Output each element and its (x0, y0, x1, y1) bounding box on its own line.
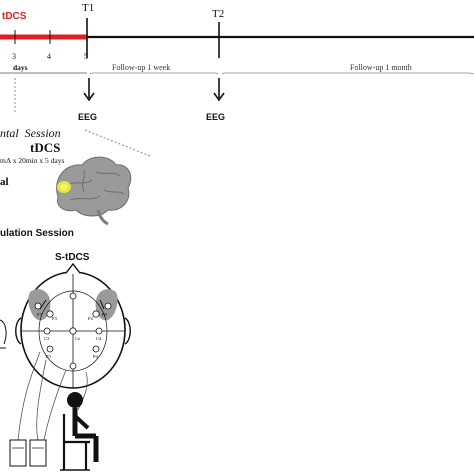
electrode-label: Cz (75, 336, 80, 341)
partial-figure-edge (0, 319, 7, 345)
followup-week-label: Follow-up 1 week (112, 63, 171, 72)
tdcs-timeline-label: tDCS (2, 11, 27, 22)
days-label: days (13, 63, 28, 72)
day-4-label: 4 (47, 52, 51, 61)
dosage-label: mA x 20min x 5 days (0, 156, 65, 165)
seated-person-icon (60, 392, 99, 471)
day-3-label: 3 (12, 52, 16, 61)
t1-label: T1 (82, 2, 95, 14)
electrode-label: F7 (37, 312, 43, 317)
stimulation-session-title: ulation Session (0, 228, 74, 239)
experimental-tdcs-label: tDCS (30, 140, 61, 155)
zoom-dash-right (84, 129, 151, 157)
eeg-label-1: EEG (78, 112, 98, 122)
stimulator-device-icon (9, 439, 47, 467)
electrode-label: C3 (44, 336, 50, 341)
eeg-arrow-1-head (83, 92, 95, 102)
followup-week-bracket (89, 72, 219, 75)
stimulator-wire (17, 351, 41, 441)
experimental-session-title: ntal Session (0, 126, 61, 140)
t2-label: T2 (212, 8, 225, 20)
stimulator-wire (43, 369, 67, 441)
followup-month-label: Follow-up 1 month (350, 63, 412, 72)
electrode-label: P3 (46, 354, 52, 359)
experimental-side-label: al (0, 176, 9, 188)
stdcs-label: S-tDCS (55, 252, 90, 263)
eeg-cap-icon: F7 F3 F4 F8 Cz C3 C4 P3 P4 (15, 262, 131, 389)
day-5-label: 5 (84, 52, 88, 61)
followup-month-bracket (221, 72, 474, 75)
electrode-label: F3 (52, 316, 58, 321)
electrode-label: F8 (102, 312, 108, 317)
electrode-label: F4 (88, 316, 94, 321)
eeg-arrow-2-head (213, 92, 225, 102)
electrode-label: C4 (96, 336, 102, 341)
eeg-label-2: EEG (206, 112, 226, 122)
brain-icon (56, 156, 132, 226)
stimulator-wire (36, 359, 47, 441)
electrode-label: P4 (93, 354, 99, 359)
stimulator-wire (77, 371, 88, 411)
